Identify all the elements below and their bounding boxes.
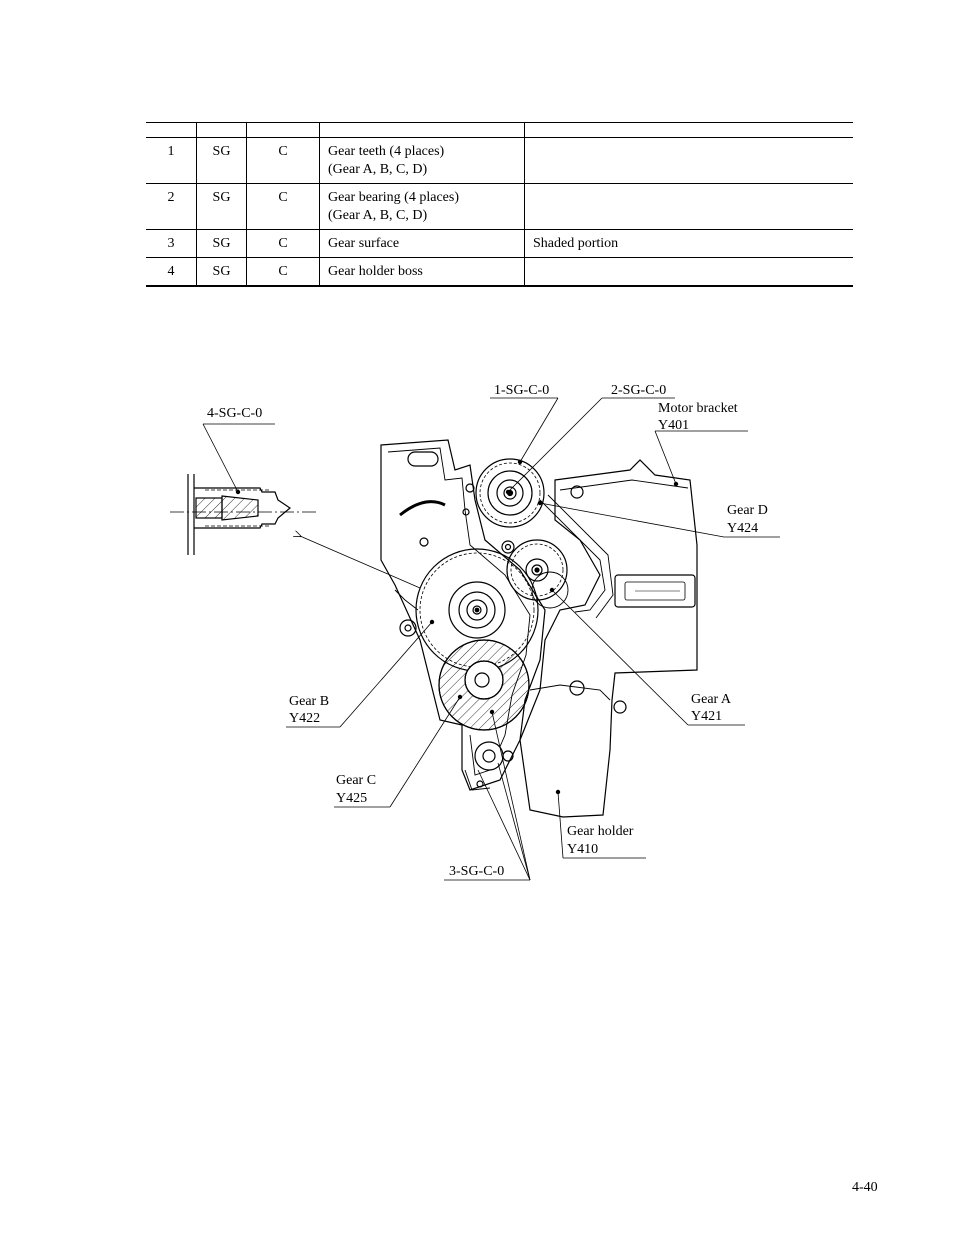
callout-1-sg-c-0: 1-SG-C-0 [494,383,549,398]
table-row: 3 SG C Gear surface Shaded portion [146,229,853,258]
label-motor-bracket-code: Y401 [658,418,689,433]
lubrication-point: Gear bearing (4 places) (Gear A, B, C, D… [319,183,525,230]
lubrication-table: 1 SG C Gear teeth (4 places) (Gear A, B,… [146,122,853,287]
gear-d [475,458,545,528]
label-gear-a: Gear A [691,692,732,707]
lubrication-point: Gear teeth (4 places) (Gear A, B, C, D) [319,137,525,184]
callout-3-sg-c-0: 3-SG-C-0 [449,864,504,879]
label-gear-d: Gear D [727,503,768,518]
remarks [524,183,853,230]
grease-type: SG [196,137,247,184]
label-motor-bracket: Motor bracket [658,401,738,416]
page-number: 4-40 [852,1180,878,1195]
label-gear-c: Gear C [336,773,376,788]
label-gear-b-code: Y422 [289,711,320,726]
callout-2-sg-c-0: 2-SG-C-0 [611,383,666,398]
table-header-row [146,122,853,138]
remarks [524,137,853,184]
label-gear-holder: Gear holder [567,824,634,839]
row-number: 4 [146,257,197,287]
gear-a [474,741,504,771]
gear-holder-boss-detail [170,474,318,555]
table-row: 2 SG C Gear bearing (4 places) (Gear A, … [146,183,853,230]
class-code: C [246,257,320,287]
grease-type: SG [196,229,247,258]
row-number: 1 [146,137,197,184]
table-row: 1 SG C Gear teeth (4 places) (Gear A, B,… [146,137,853,184]
remarks [524,257,853,287]
lubrication-point: Gear surface [319,229,525,258]
label-gear-c-code: Y425 [336,791,367,806]
callout-4-sg-c-0: 4-SG-C-0 [207,406,262,421]
class-code: C [246,183,320,230]
lubrication-point: Gear holder boss [319,257,525,287]
idler-gear [506,539,568,601]
class-code: C [246,137,320,184]
label-gear-d-code: Y424 [727,521,758,536]
table-row: 4 SG C Gear holder boss [146,257,853,287]
gear-holder-outline [380,439,546,791]
grease-type: SG [196,183,247,230]
grease-type: SG [196,257,247,287]
class-code: C [246,229,320,258]
row-number: 2 [146,183,197,230]
gear-b [415,548,539,672]
remarks: Shaded portion [524,229,853,258]
label-gear-a-code: Y421 [691,709,722,724]
gear-c [438,639,530,731]
motor-bracket-outline [519,459,698,818]
label-gear-b: Gear B [289,694,329,709]
row-number: 3 [146,229,197,258]
label-gear-holder-code: Y410 [567,842,598,857]
